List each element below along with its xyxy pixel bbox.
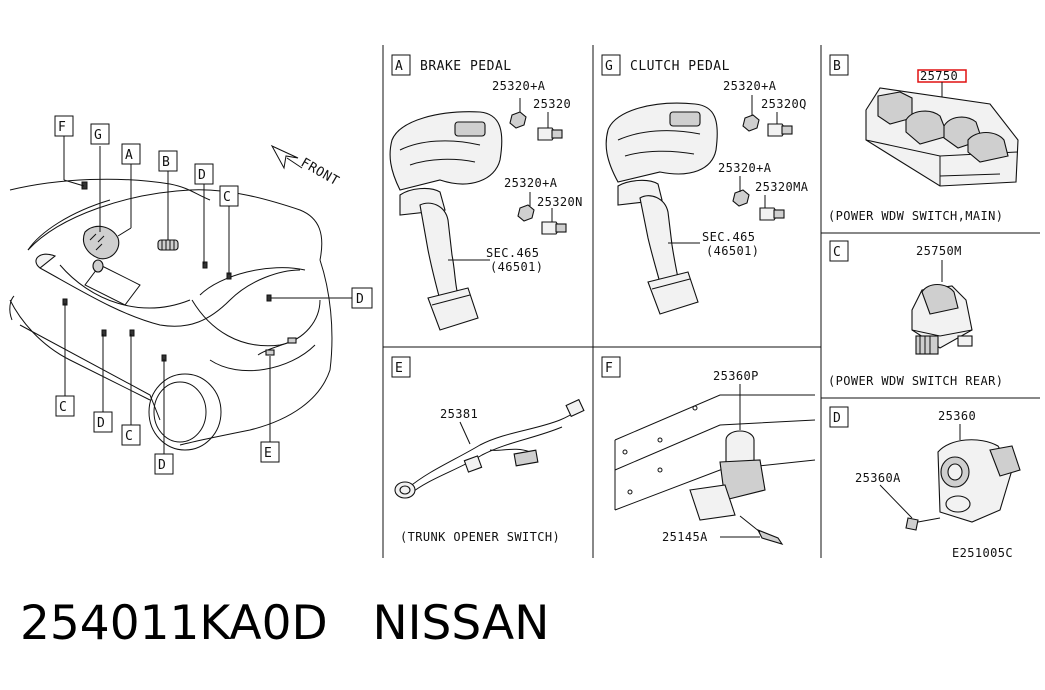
panel-b-part: 25750 xyxy=(920,69,958,83)
svg-text:A: A xyxy=(125,148,133,163)
callout-D-right: D xyxy=(351,287,373,309)
panel-trunk-opener: E 25381 (TRUNK OPENER SWITCH) xyxy=(391,356,585,544)
panel-f-switch: F 25360P 25145A xyxy=(601,356,816,545)
vehicle-overview: FRONT F G A B D xyxy=(9,115,373,475)
brand-name: NISSAN xyxy=(372,596,550,651)
callout-G: G xyxy=(90,123,110,145)
svg-text:C: C xyxy=(223,190,231,205)
panel-power-window-main: B 25750 (POWER WDW SWITCH,MAIN) xyxy=(828,54,1019,223)
panel-g-label-6: (46501) xyxy=(706,244,759,258)
panel-a-title: BRAKE PEDAL xyxy=(420,59,512,74)
svg-text:D: D xyxy=(158,458,166,473)
panel-g-title: CLUTCH PEDAL xyxy=(630,59,730,74)
panel-d-switch: D 25360 25360A xyxy=(829,406,1021,531)
svg-text:D: D xyxy=(356,292,364,307)
callout-E: E xyxy=(260,441,280,463)
panel-g-label-2: 25320Q xyxy=(761,97,807,111)
svg-text:G: G xyxy=(94,128,102,143)
svg-text:E: E xyxy=(264,446,272,461)
panel-g-label-5: SEC.465 xyxy=(702,230,755,244)
front-label: FRONT xyxy=(298,155,342,189)
callout-F: F xyxy=(54,115,74,137)
callout-A: A xyxy=(121,143,141,165)
svg-text:F: F xyxy=(58,120,66,135)
panel-f-label-1: 25360P xyxy=(713,369,759,383)
svg-text:D: D xyxy=(97,416,105,431)
svg-text:C: C xyxy=(125,429,133,444)
panel-clutch-pedal: G CLUTCH PEDAL 25320+A 25320Q 25320+A 25… xyxy=(601,54,809,315)
panel-g-label-3: 25320+A xyxy=(718,161,772,175)
callout-B: B xyxy=(158,150,178,172)
panel-c-caption: (POWER WDW SWITCH REAR) xyxy=(828,374,1003,388)
panel-brake-pedal: A BRAKE PEDAL 25320+A 25320 25320+A 2532… xyxy=(389,54,583,331)
panel-a-label-3: 25320+A xyxy=(504,176,558,190)
svg-text:B: B xyxy=(162,155,170,170)
panel-e-letter: E xyxy=(395,361,403,376)
panel-power-window-rear: C 25750M (POWER WDW SWITCH REAR) xyxy=(828,240,1003,388)
panel-c-part: 25750M xyxy=(916,244,962,258)
callout-C-bottom: C xyxy=(121,424,141,446)
svg-text:C: C xyxy=(59,400,67,415)
panel-grid xyxy=(382,45,1040,558)
panel-b-letter: B xyxy=(833,59,841,74)
part-number: 254011KA0D xyxy=(20,596,328,651)
panel-g-label-1: 25320+A xyxy=(723,79,777,93)
callout-D-left: D xyxy=(93,411,113,433)
svg-text:D: D xyxy=(198,168,206,183)
panel-g-label-4: 25320MA xyxy=(755,180,809,194)
callout-C-top: C xyxy=(219,185,239,207)
panel-a-label-4: 25320N xyxy=(537,195,583,209)
panel-a-label-2: 25320 xyxy=(533,97,571,111)
panel-d-label-2: 25360A xyxy=(855,471,901,485)
panel-a-letter: A xyxy=(395,59,403,74)
panel-e-caption: (TRUNK OPENER SWITCH) xyxy=(400,530,560,544)
panel-b-caption: (POWER WDW SWITCH,MAIN) xyxy=(828,209,1003,223)
callout-D-top: D xyxy=(194,163,214,185)
panel-a-label-1: 25320+A xyxy=(492,79,546,93)
panel-g-letter: G xyxy=(605,59,613,74)
panel-d-label-1: 25360 xyxy=(938,409,976,423)
panel-a-label-5: SEC.465 xyxy=(486,246,539,260)
panel-f-label-2: 25145A xyxy=(662,530,708,544)
panel-f-letter: F xyxy=(605,361,613,376)
diagram-code: E251005C xyxy=(952,546,1013,560)
callout-D-bottom: D xyxy=(154,453,174,475)
footer-caption: 254011KA0D NISSAN xyxy=(20,596,549,666)
panel-d-letter: D xyxy=(833,411,841,426)
panel-e-part: 25381 xyxy=(440,407,478,421)
panel-a-label-6: (46501) xyxy=(490,260,543,274)
callout-C-left: C xyxy=(55,395,75,417)
panel-c-letter: C xyxy=(833,245,841,260)
